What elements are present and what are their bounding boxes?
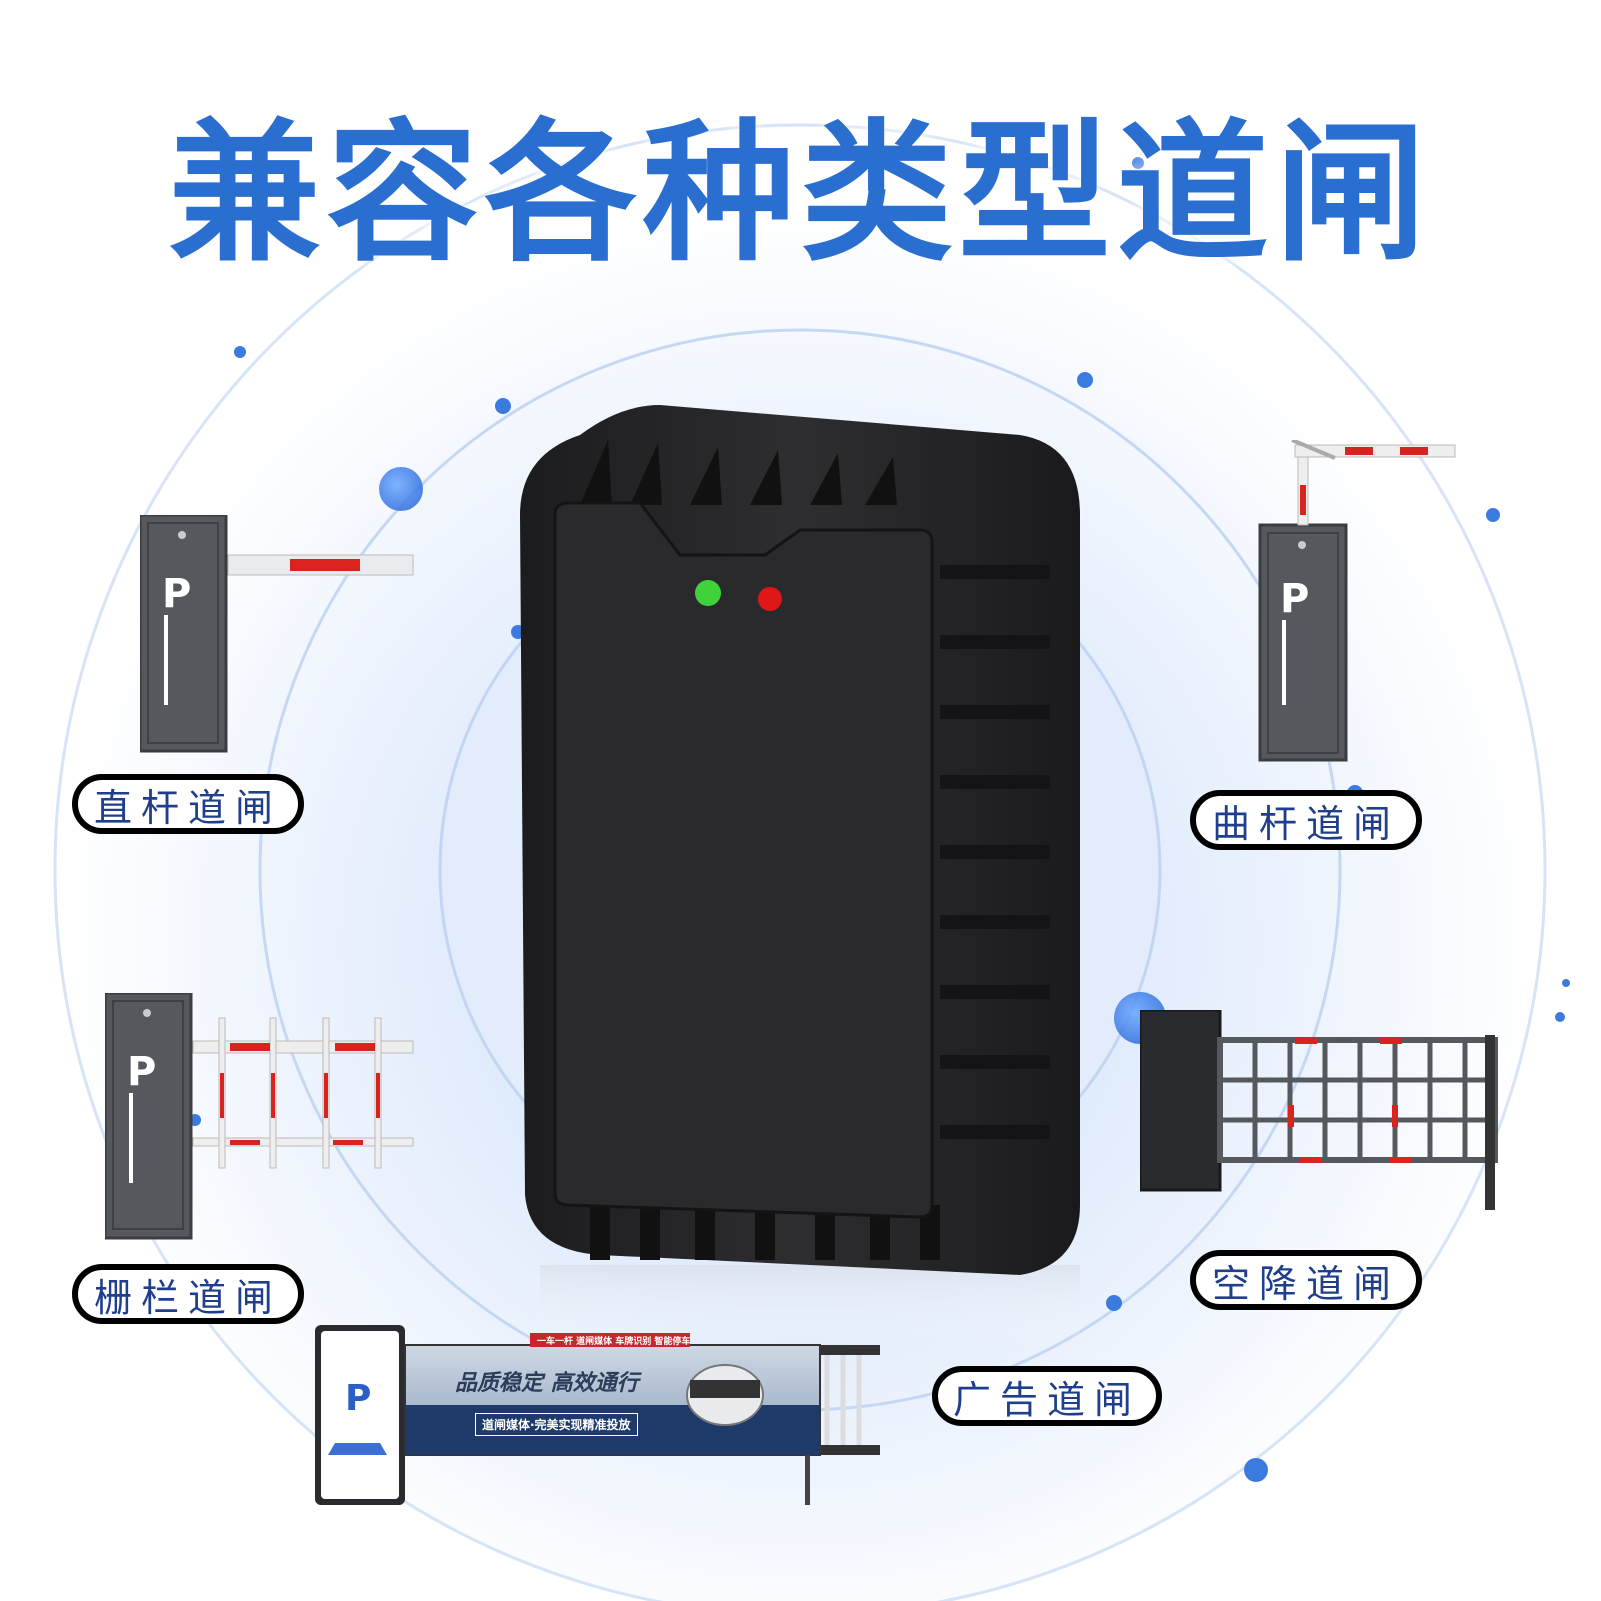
svg-text:P: P — [345, 1378, 371, 1419]
label-curved-pole: 曲杆道闸 — [1190, 790, 1422, 850]
label-advertising: 广告道闸 — [932, 1366, 1162, 1426]
label-airdrop: 空降道闸 — [1190, 1250, 1422, 1310]
ad-sub-slogan: 道闸媒体·完美实现精准投放 — [475, 1413, 638, 1436]
headline: 兼容各种类型道闸 — [168, 105, 1433, 282]
status-led-red — [758, 587, 782, 611]
fence-gate-image: P — [105, 993, 414, 1240]
decor-dot — [379, 467, 423, 511]
status-led-green — [695, 580, 721, 606]
straight-pole-gate-image: P — [140, 515, 414, 753]
ad-banner-top: 一车一杆 道闸媒体 车牌识别 智能停车 — [537, 1337, 691, 1347]
svg-text:P: P — [1280, 576, 1309, 622]
ad-slogan: 品质稳定 高效通行 — [455, 1371, 639, 1396]
airdrop-gate-image — [1140, 1010, 1498, 1210]
gate-logo-letter: P — [162, 571, 191, 617]
controller-device — [520, 405, 1080, 1345]
label-fence: 栅栏道闸 — [72, 1264, 304, 1324]
svg-text:P: P — [127, 1049, 156, 1095]
advertising-gate-image: P 一车一杆 道闸媒体 车牌识别 智能停车 品质稳定 高效通行 道闸媒体·完美实… — [315, 1325, 885, 1510]
curved-pole-gate-image: P — [1258, 440, 1456, 762]
label-straight-pole: 直杆道闸 — [72, 774, 304, 834]
